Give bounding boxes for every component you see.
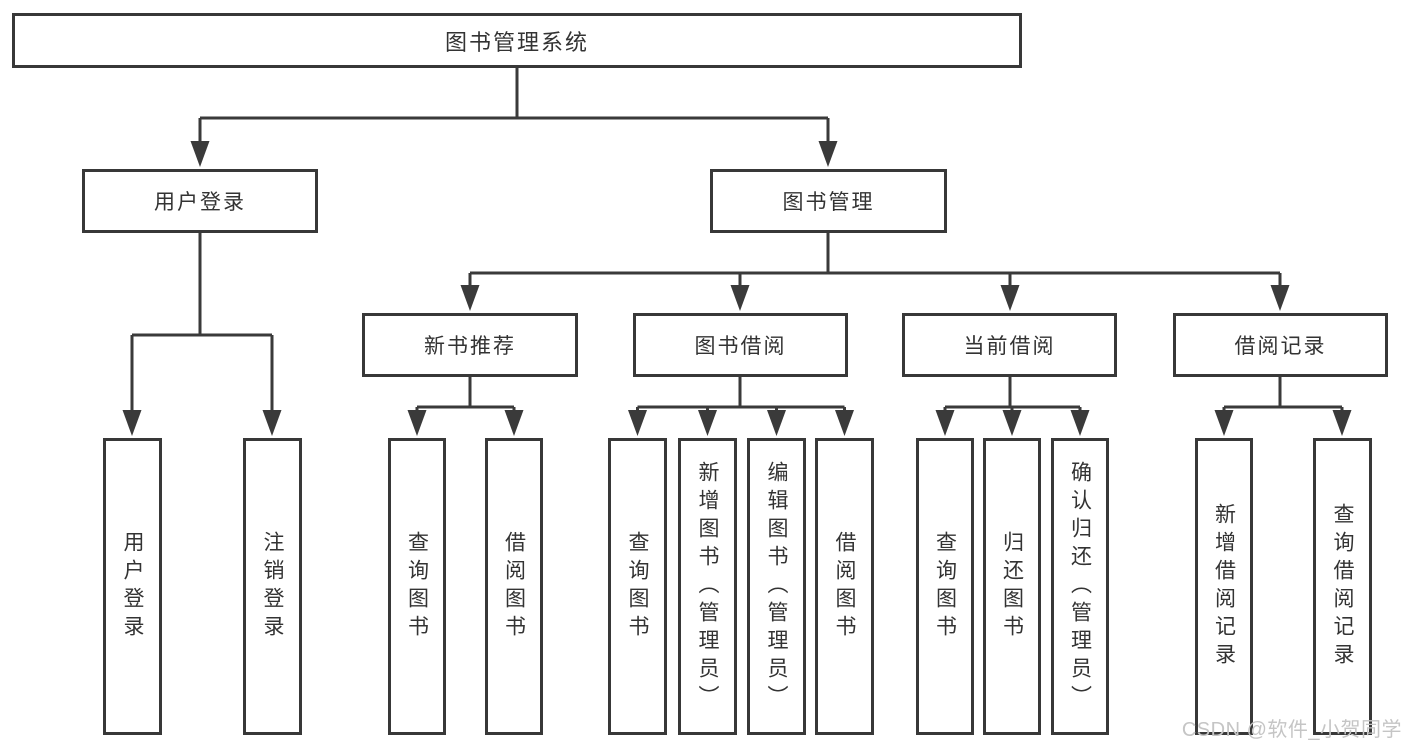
leaf-label: 确认归还（管理员）	[1068, 460, 1092, 713]
arrowhead	[818, 141, 838, 167]
arrowhead	[935, 410, 955, 436]
leaf-label: 查询图书	[626, 530, 649, 643]
connector-newbook-split	[415, 377, 516, 418]
arrowhead	[835, 410, 854, 436]
leaf-user-login: 用户登录	[103, 438, 162, 735]
arrowhead	[1070, 410, 1090, 436]
arrowhead	[698, 410, 717, 436]
arrowhead	[122, 410, 142, 436]
leaf-query-borrow-record: 查询借阅记录	[1313, 438, 1372, 735]
connector-bookmgmt-split	[468, 233, 1282, 292]
node-library-management-system: 图书管理系统	[12, 13, 1022, 68]
arrowhead	[767, 410, 786, 436]
leaf-return-books: 归还图书	[983, 438, 1041, 735]
leaf-label: 用户登录	[121, 530, 144, 643]
leaf-add-borrow-record: 新增借阅记录	[1195, 438, 1253, 735]
arrowhead	[730, 285, 750, 311]
connector-root-split	[198, 68, 830, 148]
leaf-query-books-3: 查询图书	[916, 438, 974, 735]
leaf-label: 新增图书（管理员）	[696, 460, 719, 713]
node-current-borrowing: 当前借阅	[902, 313, 1117, 377]
leaf-borrow-books-1: 借阅图书	[485, 438, 543, 735]
leaf-label: 借阅图书	[502, 530, 526, 643]
node-book-borrowing: 图书借阅	[633, 313, 848, 377]
leaf-label: 新增借阅记录	[1212, 502, 1236, 671]
watermark: CSDN @软件_小贺同学	[1181, 719, 1402, 741]
arrowhead	[190, 141, 210, 167]
leaf-label: 注销登录	[261, 530, 284, 643]
arrowhead	[1270, 285, 1290, 311]
leaf-query-books-2: 查询图书	[608, 438, 667, 735]
leaf-label: 归还图书	[1000, 530, 1024, 643]
arrowhead	[407, 410, 427, 436]
connector-borrow-split	[636, 377, 846, 418]
arrowhead	[628, 410, 647, 436]
arrowhead	[262, 410, 282, 436]
leaf-borrow-books-2: 借阅图书	[815, 438, 874, 735]
node-user-login: 用户登录	[82, 169, 318, 233]
node-book-management: 图书管理	[710, 169, 947, 233]
arrowhead	[504, 410, 524, 436]
leaf-edit-books-admin: 编辑图书（管理员）	[747, 438, 806, 735]
leaf-label: 查询借阅记录	[1331, 502, 1354, 671]
arrowhead	[460, 285, 480, 311]
leaf-confirm-return-admin: 确认归还（管理员）	[1051, 438, 1109, 735]
leaf-query-books-1: 查询图书	[388, 438, 446, 735]
leaf-logout: 注销登录	[243, 438, 302, 735]
leaf-label: 编辑图书（管理员）	[765, 460, 788, 713]
arrowhead	[1002, 410, 1022, 436]
arrowhead	[1214, 410, 1234, 436]
leaf-label: 查询图书	[933, 530, 957, 643]
leaf-label: 查询图书	[405, 530, 429, 643]
leaf-add-books-admin: 新增图书（管理员）	[678, 438, 737, 735]
arrowhead	[1332, 410, 1352, 436]
arrowhead	[1000, 285, 1020, 311]
node-new-book-recommend: 新书推荐	[362, 313, 578, 377]
node-borrowing-records: 借阅记录	[1173, 313, 1388, 377]
leaf-label: 借阅图书	[833, 530, 856, 643]
connector-userlogin-split	[130, 233, 274, 418]
connector-records-split	[1222, 377, 1344, 418]
